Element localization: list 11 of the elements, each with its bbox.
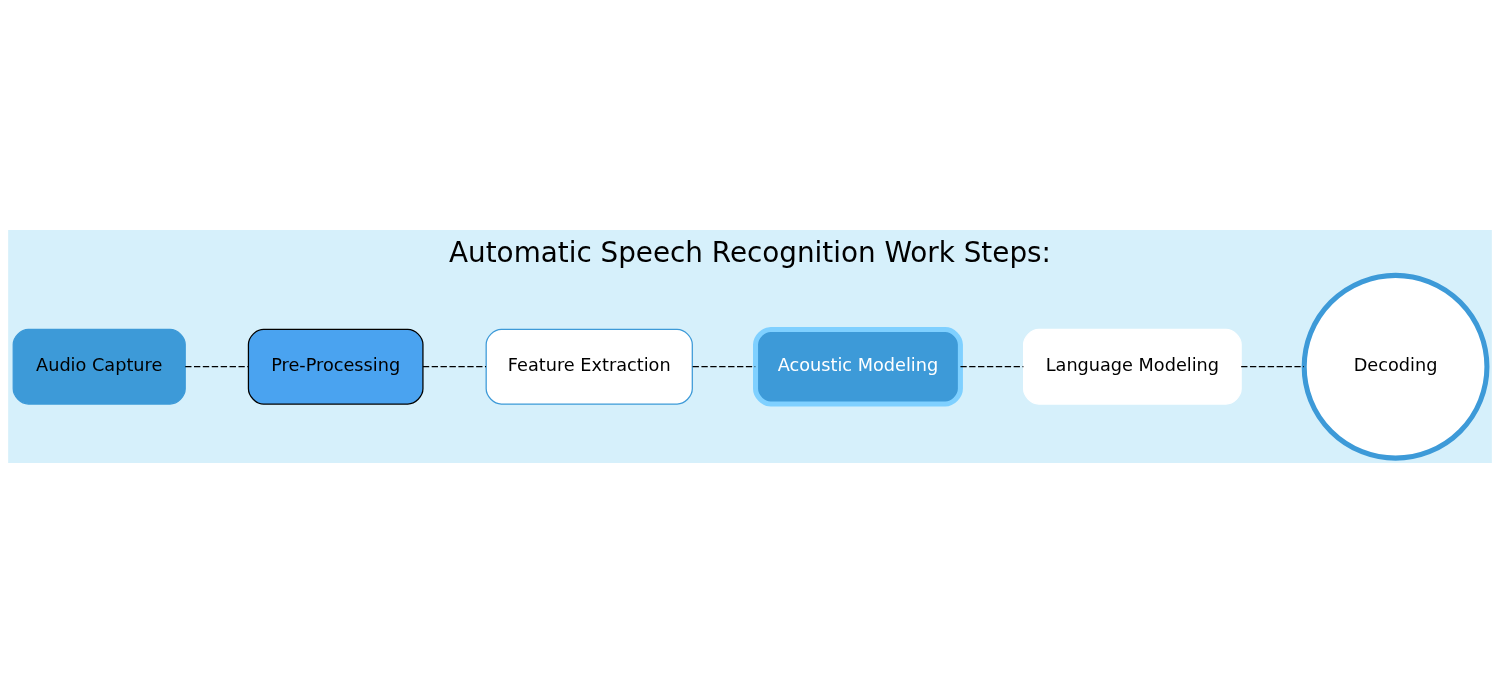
node-box: Audio Capture <box>12 328 186 405</box>
connector <box>692 365 756 367</box>
node-box: Feature Extraction <box>485 328 693 405</box>
diagram-title: Automatic Speech Recognition Work Steps: <box>449 235 1051 269</box>
node-box: Acoustic Modeling <box>753 326 963 407</box>
connector <box>1240 365 1305 367</box>
node-box: Pre-Processing <box>247 328 424 405</box>
connector <box>422 365 487 367</box>
node-circle: Decoding <box>1301 272 1490 461</box>
connector <box>184 365 249 367</box>
node-box: Language Modeling <box>1023 328 1242 405</box>
